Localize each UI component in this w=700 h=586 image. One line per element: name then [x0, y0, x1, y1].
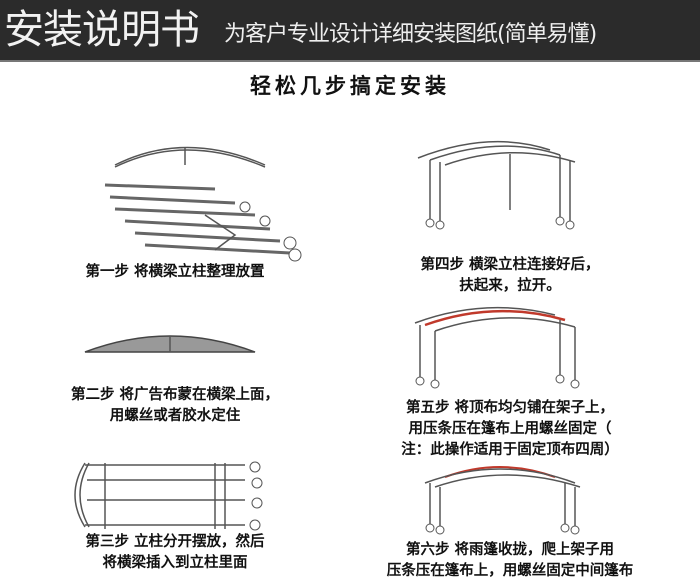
step1-illustration — [104, 146, 302, 262]
step2-line1: 第二步 将广告布蒙在横梁上面， — [70, 387, 280, 403]
step3-line1: 第三步 立柱分开摆放，然后 — [85, 534, 265, 550]
header-title: 安装说明书 — [4, 7, 200, 53]
step3-line2: 将横梁插入到立柱里面 — [102, 555, 248, 571]
step2-caption: 第二步 将广告布蒙在横梁上面， 用螺丝或者胶水定住 — [0, 385, 350, 427]
step6-line1: 第六步 将雨篷收拢，爬上架子用 — [405, 542, 615, 558]
step5-caption: 第五步 将顶布均匀铺在架子上， 用压条压在篷布上用螺丝固定（ 注：此操作适用于固… — [335, 398, 685, 461]
step4-illustration — [417, 140, 576, 230]
step1-caption: 第一步 将横梁立柱整理放置 — [0, 262, 350, 283]
header-subtitle: 为客户专业设计详细安装图纸(简单易懂) — [224, 22, 597, 47]
step4-line1: 第四步 横梁立柱连接好后， — [420, 257, 600, 273]
step6-line2: 压条压在篷布上，用螺丝固定中间篷布 — [386, 563, 634, 579]
step6-caption: 第六步 将雨篷收拢，爬上架子用 压条压在篷布上，用螺丝固定中间篷布 — [320, 540, 700, 582]
step5-line1: 第五步 将顶布均匀铺在架子上， — [405, 400, 615, 416]
step5-line2: 用压条压在篷布上用螺丝固定（ — [408, 421, 612, 437]
step6-illustration — [424, 466, 581, 535]
step1-line1: 第一步 将横梁立柱整理放置 — [85, 264, 265, 280]
header-banner: 安装说明书 为客户专业设计详细安装图纸(简单易懂) — [0, 0, 700, 62]
step5-line3: 注：此操作适用于固定顶布四周） — [401, 442, 619, 458]
main-title: 轻松几步搞定安装 — [250, 74, 450, 98]
step5-illustration — [414, 306, 580, 389]
step2-illustration — [84, 335, 256, 353]
step2-line2: 用螺丝或者胶水定住 — [109, 408, 241, 424]
step4-line2: 扶起来，拉开。 — [459, 278, 561, 294]
step3-caption: 第三步 立柱分开摆放，然后 将横梁插入到立柱里面 — [0, 532, 350, 574]
step4-caption: 第四步 横梁立柱连接好后， 扶起来，拉开。 — [340, 255, 680, 297]
step3-illustration — [74, 461, 263, 531]
